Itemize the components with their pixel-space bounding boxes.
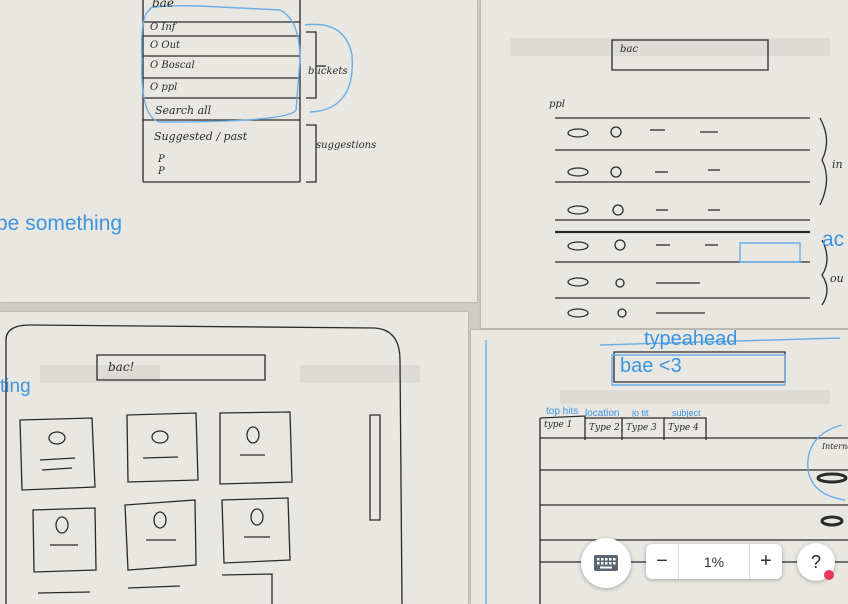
- tab-4: Type 4: [668, 423, 699, 433]
- search-text-top-right: bac: [620, 44, 638, 55]
- sketch-sheet-top-right: [481, 0, 848, 328]
- faint-print: [300, 365, 420, 383]
- sketch-sheet-bottom-left: [0, 312, 468, 604]
- annotation-location: location: [585, 408, 620, 419]
- ppl-label: ppl: [549, 99, 566, 110]
- search-text-bottom-left: bac!: [108, 360, 135, 374]
- notification-dot: [824, 570, 834, 580]
- tab-2: Type 2: [589, 423, 620, 433]
- keyboard-icon: [594, 555, 618, 571]
- annotation-ting: ting: [0, 376, 31, 397]
- bullet: P: [158, 166, 165, 177]
- tab-1: type 1: [544, 420, 573, 430]
- zoom-control: − 1% +: [646, 544, 782, 579]
- row-boscal: O Boscal: [150, 60, 195, 71]
- row-out: O Out: [150, 40, 181, 51]
- bullet: P: [158, 154, 165, 165]
- row-inf: O Inf: [150, 22, 176, 33]
- zoom-in-button[interactable]: +: [760, 550, 772, 572]
- annotation-subject: subject: [672, 408, 701, 418]
- zoom-out-button[interactable]: −: [656, 550, 668, 572]
- faint-print: [510, 38, 830, 56]
- search-text-top-left: bae: [152, 0, 174, 10]
- side-label-ou: ou: [830, 272, 844, 285]
- annotation-ac: ac: [822, 228, 845, 251]
- search-all-label: Search all: [155, 104, 212, 117]
- sketch-sheet-top-left: [0, 0, 477, 302]
- buckets-label: buckets: [308, 66, 348, 77]
- annotation-top-hits: top hits: [546, 406, 579, 417]
- side-label-in: in: [832, 158, 843, 171]
- faint-print: [40, 365, 160, 383]
- annotation-jo-tit: jo tit: [632, 408, 649, 418]
- suggested-past-label: Suggested / past: [154, 130, 248, 143]
- suggestions-label: suggestions: [316, 140, 377, 151]
- zoom-level: 1%: [678, 544, 750, 579]
- annotation-search-text: bae <3: [620, 355, 682, 377]
- faint-print: [560, 390, 830, 404]
- internal-label: Internal: [822, 442, 848, 451]
- tab-3: Type 3: [626, 423, 657, 433]
- row-ppl: O ppl: [150, 82, 178, 93]
- keyboard-button[interactable]: [581, 538, 631, 588]
- annotation-type-something: pe something: [0, 212, 123, 235]
- annotation-typeahead: typeahead: [644, 328, 738, 350]
